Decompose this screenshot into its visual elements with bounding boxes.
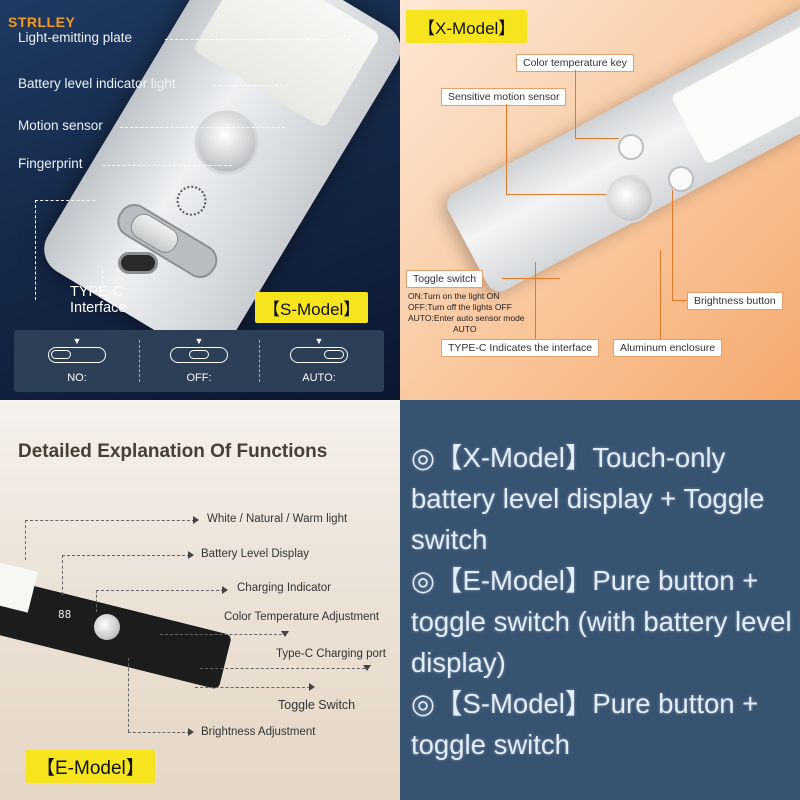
switch-mode-bar: ▼ NO: ▼ OFF: ▼ AUTO:	[14, 330, 384, 392]
tag-color-key: Color temperature key	[516, 54, 634, 72]
callout-line	[535, 262, 536, 339]
mode-label: OFF:	[186, 372, 212, 384]
callout-line	[120, 127, 285, 128]
callout-line	[672, 190, 673, 300]
callout-line	[660, 250, 661, 339]
switch-knob-mark	[324, 350, 344, 359]
tag-motion-sensor: Sensitive motion sensor	[441, 88, 567, 106]
typec-port	[118, 252, 158, 274]
callout-line	[96, 590, 224, 591]
callout-line	[672, 300, 687, 301]
callout-line	[62, 555, 63, 595]
color-temperature-key	[618, 134, 644, 160]
brightness-key	[668, 166, 694, 192]
callout-line	[102, 165, 232, 166]
arrow-right-icon	[222, 586, 228, 594]
battery-digits: 88	[58, 608, 72, 621]
label-brightness: Brightness Adjustment	[201, 726, 316, 738]
callout-line	[200, 668, 365, 669]
divider	[139, 340, 140, 382]
label-typec-port: Type-C Charging port	[276, 648, 386, 660]
s-model-panel: STRLLEY Light-emitting plate Battery lev…	[0, 0, 400, 400]
mode-label: NO:	[67, 372, 87, 384]
callout-line	[575, 70, 576, 138]
note-line: AUTO:Enter auto sensor mode	[408, 313, 525, 323]
tag-enclosure: Aluminum enclosure	[613, 339, 723, 357]
tag-toggle-switch: Toggle switch	[406, 270, 484, 288]
arrow-down-icon	[363, 665, 371, 671]
arrow-right-icon	[188, 551, 194, 559]
arrow-right-icon	[188, 728, 194, 736]
callout-line	[62, 555, 190, 556]
callout-line	[195, 687, 310, 688]
label-fingerprint: Fingerprint	[18, 156, 83, 171]
callout-line	[506, 104, 507, 194]
callout-line	[25, 520, 26, 560]
note-line: AUTO	[453, 324, 477, 334]
callout-line	[96, 590, 97, 612]
mode-label: AUTO:	[302, 372, 336, 384]
tag-brightness: Brightness button	[687, 292, 783, 310]
e-model-badge: 【E-Model】	[26, 750, 155, 783]
label-color-temp: Color Temperature Adjustment	[224, 611, 380, 623]
divider	[259, 340, 260, 382]
note-line: ON:Turn on the light ON	[408, 291, 500, 301]
label-typec-line1: TYPE-C	[70, 284, 124, 300]
triangle-down-icon: ▼	[72, 336, 82, 346]
e-model-panel: Detailed Explanation Of Functions 88 Whi…	[0, 400, 400, 800]
summary-x-model: ◎【X-Model】Touch-only battery level displ…	[411, 442, 765, 555]
s-model-badge: 【S-Model】	[255, 292, 369, 323]
switch-knob-mark	[51, 350, 71, 359]
label-typec: TYPE-C Interface	[70, 284, 126, 316]
x-model-panel: 【X-Model】 Color temperature key Sensitiv…	[400, 0, 800, 400]
page-title: Detailed Explanation Of Functions	[18, 441, 328, 462]
note-line: OFF:Turn off the lights OFF	[408, 302, 512, 312]
tag-typec: TYPE-C Indicates the interface	[441, 339, 600, 357]
callout-line	[25, 520, 195, 521]
callout-line	[128, 732, 190, 733]
brand-logo: STRLLEY	[8, 14, 76, 30]
label-typec-line2: Interface	[70, 300, 127, 316]
label-toggle-switch: Toggle Switch	[278, 698, 356, 712]
arrow-right-icon	[309, 683, 315, 691]
mode-off: ▼ OFF:	[144, 336, 254, 388]
callout-line	[165, 39, 350, 40]
triangle-down-icon: ▼	[194, 336, 204, 346]
switch-knob-mark	[188, 350, 209, 359]
motion-sensor-dome	[606, 175, 654, 223]
arrow-down-icon	[281, 631, 289, 637]
toggle-notes: ON:Turn on the light ON OFF:Turn off the…	[408, 291, 525, 335]
mode-auto: ▼ AUTO:	[264, 336, 374, 388]
switch-pill-icon	[48, 347, 106, 363]
label-battery-light: Battery level indicator light	[18, 76, 176, 91]
arrow-right-icon	[193, 516, 199, 524]
label-light-colors: White / Natural / Warm light	[207, 513, 348, 525]
callout-line	[35, 200, 95, 201]
callout-line	[575, 138, 619, 139]
callout-line	[35, 200, 36, 300]
callout-line	[128, 658, 129, 732]
mode-no: ▼ NO:	[22, 336, 132, 388]
summary-e-model: ◎【E-Model】Pure button + toggle switch (w…	[411, 565, 792, 678]
label-charging-indicator: Charging Indicator	[237, 582, 331, 594]
switch-pill-icon	[170, 347, 228, 363]
switch-pill-icon	[290, 347, 348, 363]
callout-line	[160, 634, 282, 635]
motion-sensor-dome	[94, 614, 120, 640]
callout-line	[506, 194, 606, 195]
x-model-badge: 【X-Model】	[406, 10, 528, 43]
callout-line	[502, 278, 560, 279]
label-light-plate: Light-emitting plate	[18, 30, 133, 45]
callout-line	[102, 270, 103, 284]
callout-line	[213, 85, 288, 86]
label-battery-display: Battery Level Display	[201, 548, 310, 560]
label-motion-sensor: Motion sensor	[18, 118, 103, 133]
summary-panel: ◎【X-Model】Touch-only battery level displ…	[400, 400, 800, 800]
summary-s-model: ◎【S-Model】Pure button + toggle switch	[411, 688, 759, 760]
triangle-down-icon: ▼	[314, 336, 324, 346]
